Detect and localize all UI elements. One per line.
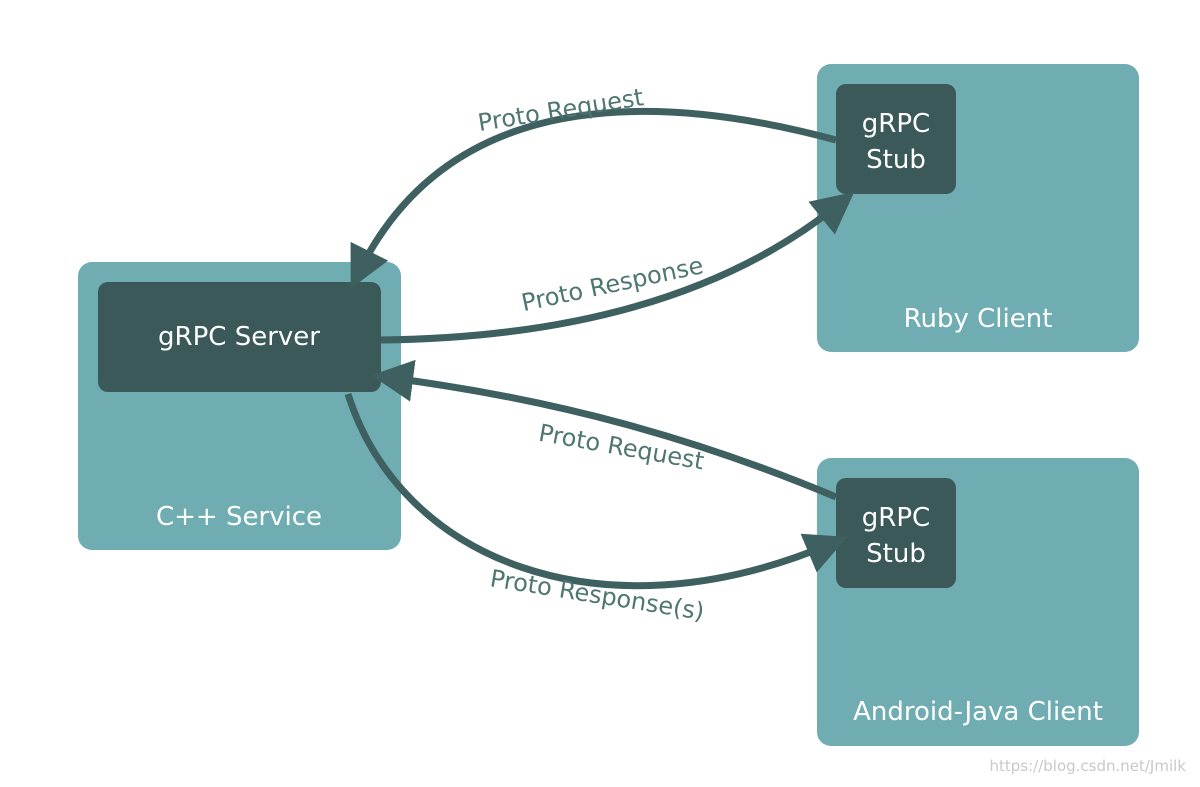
android-client-container: gRPC Stub Android-Java Client xyxy=(817,458,1139,746)
ruby-stub-line2: Stub xyxy=(866,145,926,175)
grpc-server-label: gRPC Server xyxy=(158,322,320,352)
android-request-arrow xyxy=(371,359,838,501)
watermark: https://blog.csdn.net/Jmilk xyxy=(989,757,1186,775)
cpp-service-container: gRPC Server C++ Service xyxy=(78,262,401,550)
android-client-label: Android-Java Client xyxy=(853,697,1103,727)
android-request-label: Proto Request xyxy=(537,419,707,476)
grpc-server-box xyxy=(98,282,381,392)
ruby-response-arrow xyxy=(380,191,855,344)
ruby-grpc-stub-box xyxy=(836,84,956,194)
cpp-service-label: C++ Service xyxy=(156,502,322,532)
ruby-request-label: Proto Request xyxy=(476,83,646,137)
android-response-arrow xyxy=(344,392,848,590)
ruby-response-label: Proto Response xyxy=(519,251,706,317)
android-grpc-stub-box xyxy=(836,478,956,588)
android-stub-line2: Stub xyxy=(866,539,926,569)
android-response-label: Proto Response(s) xyxy=(488,564,706,625)
ruby-request-arrow xyxy=(350,108,837,289)
ruby-client-container: gRPC Stub Ruby Client xyxy=(817,64,1139,352)
ruby-stub-line1: gRPC xyxy=(862,109,930,139)
android-stub-line1: gRPC xyxy=(862,503,930,533)
ruby-client-label: Ruby Client xyxy=(904,304,1053,334)
